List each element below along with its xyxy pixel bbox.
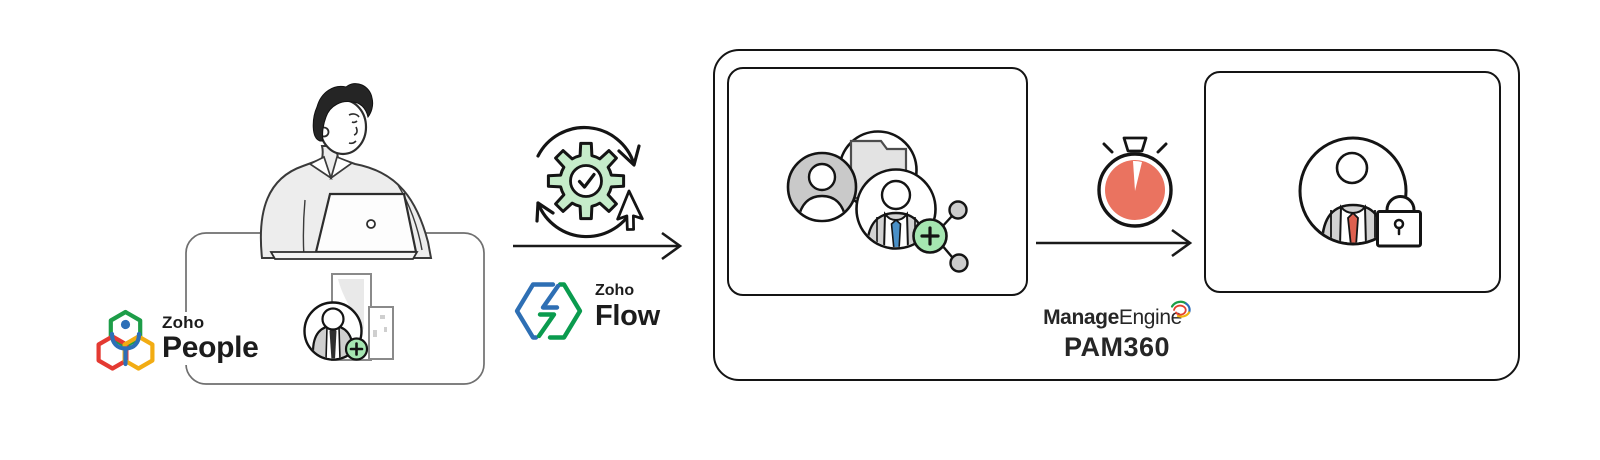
manageengine-brand-regular: Engine — [1118, 306, 1182, 329]
timer-needle — [1132, 160, 1142, 191]
zoho-people-logo-icon — [96, 309, 155, 371]
collar-right — [329, 155, 354, 181]
add-user-icon — [303, 301, 369, 361]
red-tie — [1346, 211, 1359, 242]
sync-gear-icon — [546, 141, 626, 221]
share-add-icon — [911, 199, 969, 273]
cursor-icon — [616, 189, 644, 231]
zoho-flow-logo-icon — [514, 282, 583, 340]
eye — [351, 120, 358, 124]
sync-arrow-bottom — [536, 201, 636, 239]
laptop-lid — [314, 192, 418, 254]
mouth — [348, 140, 357, 145]
eyebrow — [348, 113, 360, 118]
user-lock-icon — [1298, 136, 1422, 247]
automation-gear-icon — [535, 125, 644, 239]
flow-input-arrow — [513, 231, 683, 261]
collar-left — [308, 155, 333, 181]
blue-tie — [890, 218, 901, 247]
zoho-flow-product: Flow — [595, 300, 660, 332]
provision-arrow — [1035, 228, 1192, 257]
checkmark-icon — [577, 172, 596, 189]
zoho-people-product: People — [162, 331, 259, 364]
nose — [353, 126, 358, 136]
sync-arrow-top — [536, 125, 636, 166]
padlock-icon — [1375, 194, 1422, 247]
arm-crease — [397, 184, 423, 251]
laptop-logo — [366, 219, 376, 229]
timer-icon — [1096, 136, 1173, 228]
laptop-base — [269, 251, 419, 260]
pam360-product: PAM360 — [1063, 332, 1171, 362]
zoho-people-logo: Zoho People — [158, 312, 263, 365]
zoho-flow-brand: Zoho — [595, 282, 635, 299]
zoho-people-brand: Zoho — [162, 313, 205, 332]
zoho-flow-logo: Zoho Flow — [595, 283, 660, 331]
user-group-icon — [786, 129, 969, 273]
manageengine-swirl-icon — [1170, 300, 1191, 318]
manageengine-brand-bold: Manage — [1043, 306, 1119, 329]
person-hair — [312, 83, 374, 142]
